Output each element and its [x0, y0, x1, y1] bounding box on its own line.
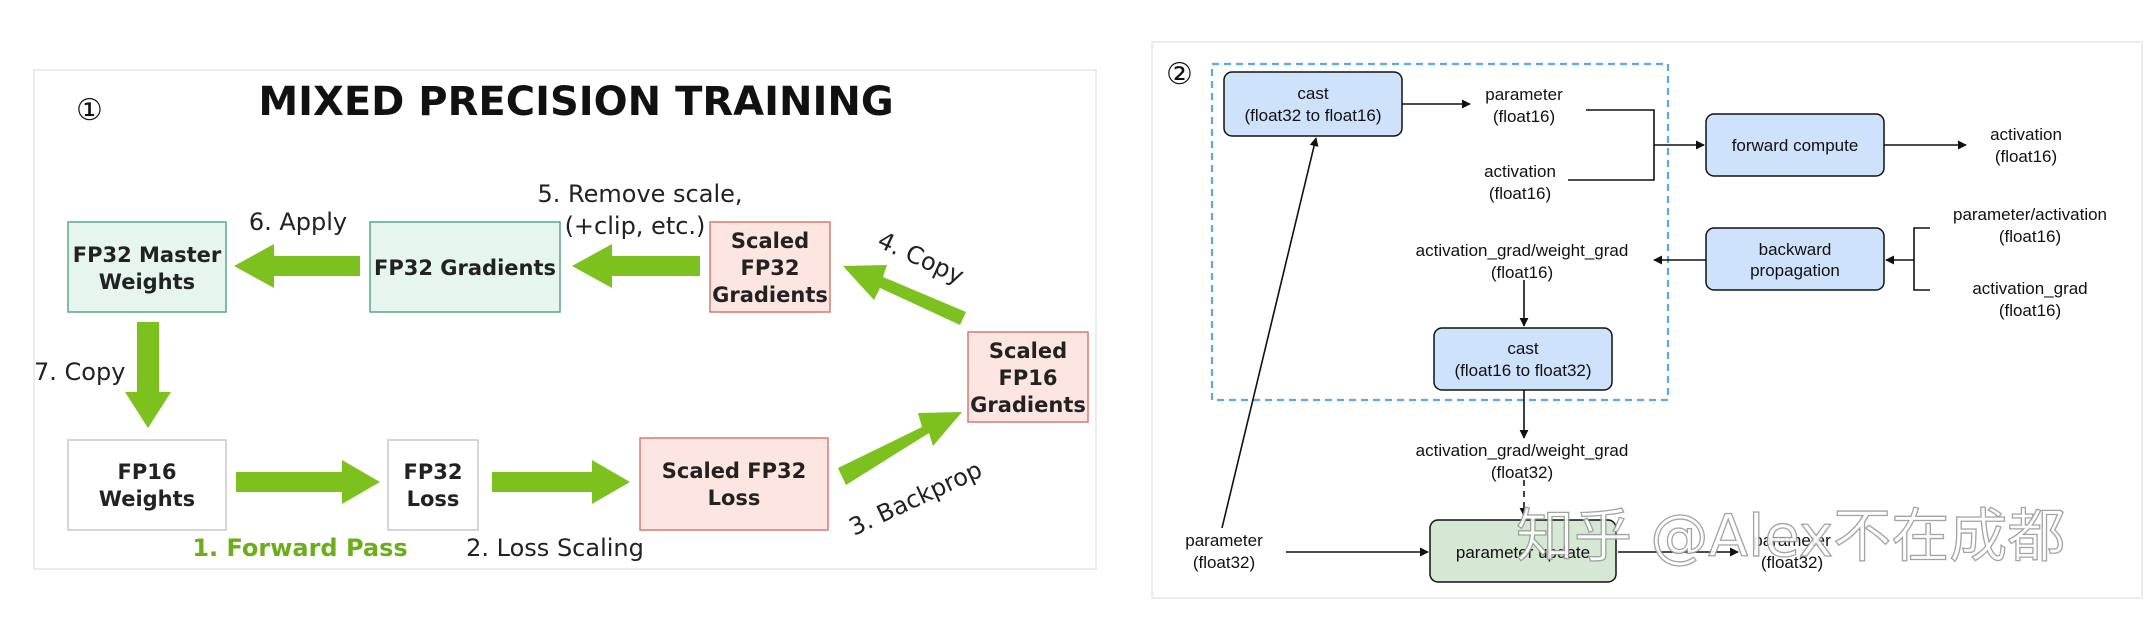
step-remove-scale-line: (+clip, etc.): [565, 212, 706, 240]
box-label-line: Loss: [407, 487, 460, 511]
box-label-line: propagation: [1750, 261, 1840, 280]
label-param-f16-line: parameter: [1485, 85, 1563, 104]
label-grads-f32-line: activation_grad/weight_grad: [1416, 441, 1629, 460]
box-label-line: FP32: [741, 256, 800, 280]
box-label-line: Scaled: [731, 229, 809, 253]
box-cast-top: cast (float32 to float16): [1223, 71, 1403, 137]
box-scaled-fp16-gradients: Scaled FP16 Gradients: [967, 331, 1089, 423]
label-param-in-line: (float32): [1193, 553, 1255, 572]
box-label-line: Loss: [708, 486, 761, 510]
box-label-line: Scaled: [989, 339, 1067, 363]
box-label-line: parameter update: [1456, 543, 1590, 562]
left-panel: ① MIXED PRECISION TRAINING FP32 Master W…: [33, 69, 1097, 570]
left-panel-number: ①: [76, 93, 103, 128]
box-fp32-gradients: FP32 Gradients: [369, 221, 561, 313]
arrow-copy-7: [125, 322, 171, 428]
box-label-line: (float16 to float32): [1454, 361, 1591, 380]
edge-param-to-cast: [1221, 137, 1319, 529]
label-act-f16-line: activation: [1484, 162, 1556, 181]
box-scaled-fp32-gradients: Scaled FP32 Gradients: [709, 221, 831, 313]
box-forward-compute: forward compute: [1705, 113, 1885, 177]
box-backward-propagation: backward propagation: [1705, 227, 1885, 291]
box-label-line: FP32 Gradients: [374, 256, 556, 280]
right-panel: ② cast (float32 to float16) forward comp…: [1151, 41, 2143, 599]
box-label-line: (float32 to float16): [1244, 106, 1381, 125]
label-activation-out-line: (float16): [1995, 147, 2057, 166]
arrow-backprop: [838, 412, 962, 485]
label-act-grad-in-line: activation_grad: [1972, 279, 2087, 298]
box-label-line: FP32 Master: [73, 243, 222, 267]
box-label-line: forward compute: [1732, 136, 1859, 155]
watermark: 知乎 @Alex不在成都: [1516, 502, 2065, 570]
label-param-out-line: (float32): [1761, 553, 1823, 572]
box-label-line: Weights: [99, 487, 195, 511]
box-fp32-master-weights: FP32 Master Weights: [67, 221, 227, 313]
label-param-out-line: parameter: [1753, 531, 1831, 550]
arrow-loss-scaling: [492, 460, 630, 504]
box-label-line: FP16: [118, 460, 177, 484]
edge-bracket-backward-inputs: [1913, 227, 1930, 291]
label-grads-f16-line: (float16): [1491, 263, 1553, 282]
step-forward-pass: 1. Forward Pass: [192, 534, 407, 562]
box-label-line: backward: [1759, 240, 1832, 259]
step-apply: 6. Apply: [249, 208, 347, 236]
label-act-f16-line: (float16): [1489, 184, 1551, 203]
label-act-grad-in-line: (float16): [1999, 301, 2061, 320]
step-copy-7: 7. Copy: [34, 358, 125, 386]
box-label-line: Scaled FP32: [662, 459, 807, 483]
label-param-act-in-line: (float16): [1999, 227, 2061, 246]
left-panel-title: MIXED PRECISION TRAINING: [258, 79, 893, 125]
box-label-line: FP16: [999, 366, 1058, 390]
step-loss-scaling: 2. Loss Scaling: [466, 534, 644, 562]
arrow-remove-scale: [572, 244, 700, 288]
label-grads-f16-line: activation_grad/weight_grad: [1416, 241, 1629, 260]
box-label-line: Gradients: [970, 393, 1086, 417]
box-cast-mid: cast (float16 to float32): [1433, 327, 1613, 391]
arrow-copy-4: [843, 265, 966, 325]
label-grads-f32-line: (float32): [1491, 463, 1553, 482]
box-fp32-loss: FP32 Loss: [387, 439, 479, 531]
box-label-line: cast: [1297, 84, 1328, 103]
box-label-line: Gradients: [712, 283, 828, 307]
label-param-act-in-line: parameter/activation: [1953, 205, 2107, 224]
fp16-region-dashed: [1210, 62, 1670, 402]
label-activation-out-line: activation: [1990, 125, 2062, 144]
arrow-forward-1: [236, 460, 380, 504]
box-parameter-update: parameter update: [1429, 519, 1617, 583]
step-remove-scale-line: 5. Remove scale,: [537, 180, 742, 208]
arrow-apply: [234, 244, 360, 288]
box-scaled-fp32-loss: Scaled FP32 Loss: [639, 437, 829, 531]
label-param-f16-line: (float16): [1493, 107, 1555, 126]
box-label-line: FP32: [404, 460, 463, 484]
label-param-in-line: parameter: [1185, 531, 1263, 550]
box-label-line: Weights: [99, 270, 195, 294]
box-label-line: cast: [1507, 339, 1538, 358]
box-fp16-weights: FP16 Weights: [67, 439, 227, 531]
right-panel-number: ②: [1166, 57, 1193, 92]
